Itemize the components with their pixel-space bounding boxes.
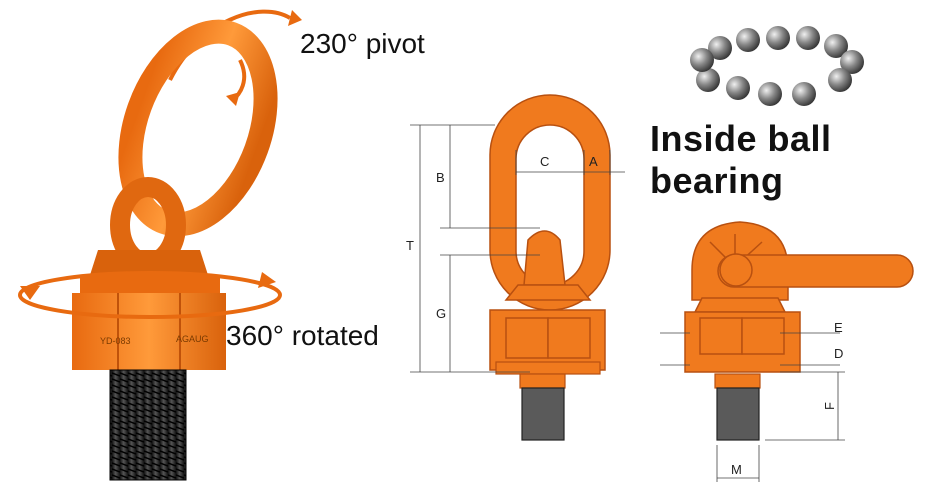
dim-F: F [822, 402, 837, 410]
swivel-eyebolt-render [18, 9, 302, 481]
dim-M: M [731, 462, 742, 477]
dim-D: D [834, 346, 843, 361]
dim-C: C [540, 154, 549, 169]
dim-G: G [436, 306, 446, 321]
dim-T: T [406, 238, 414, 253]
dim-E: E [834, 320, 843, 335]
ball-bearing-ring [690, 26, 864, 106]
front-view-drawing [489, 94, 611, 441]
brand-mark: AGAUG [176, 334, 209, 344]
front-dimension-lines [410, 124, 625, 373]
side-view-drawing [684, 221, 914, 441]
pivot-callout: 230° pivot [300, 28, 425, 59]
model-mark: YD-083 [100, 336, 131, 346]
bearing-callout: Inside ball bearing [650, 118, 832, 201]
side-dimension-lines [660, 332, 845, 482]
rotated-callout: 360° rotated [226, 320, 379, 351]
dim-A: A [589, 154, 598, 169]
dim-B: B [436, 170, 445, 185]
